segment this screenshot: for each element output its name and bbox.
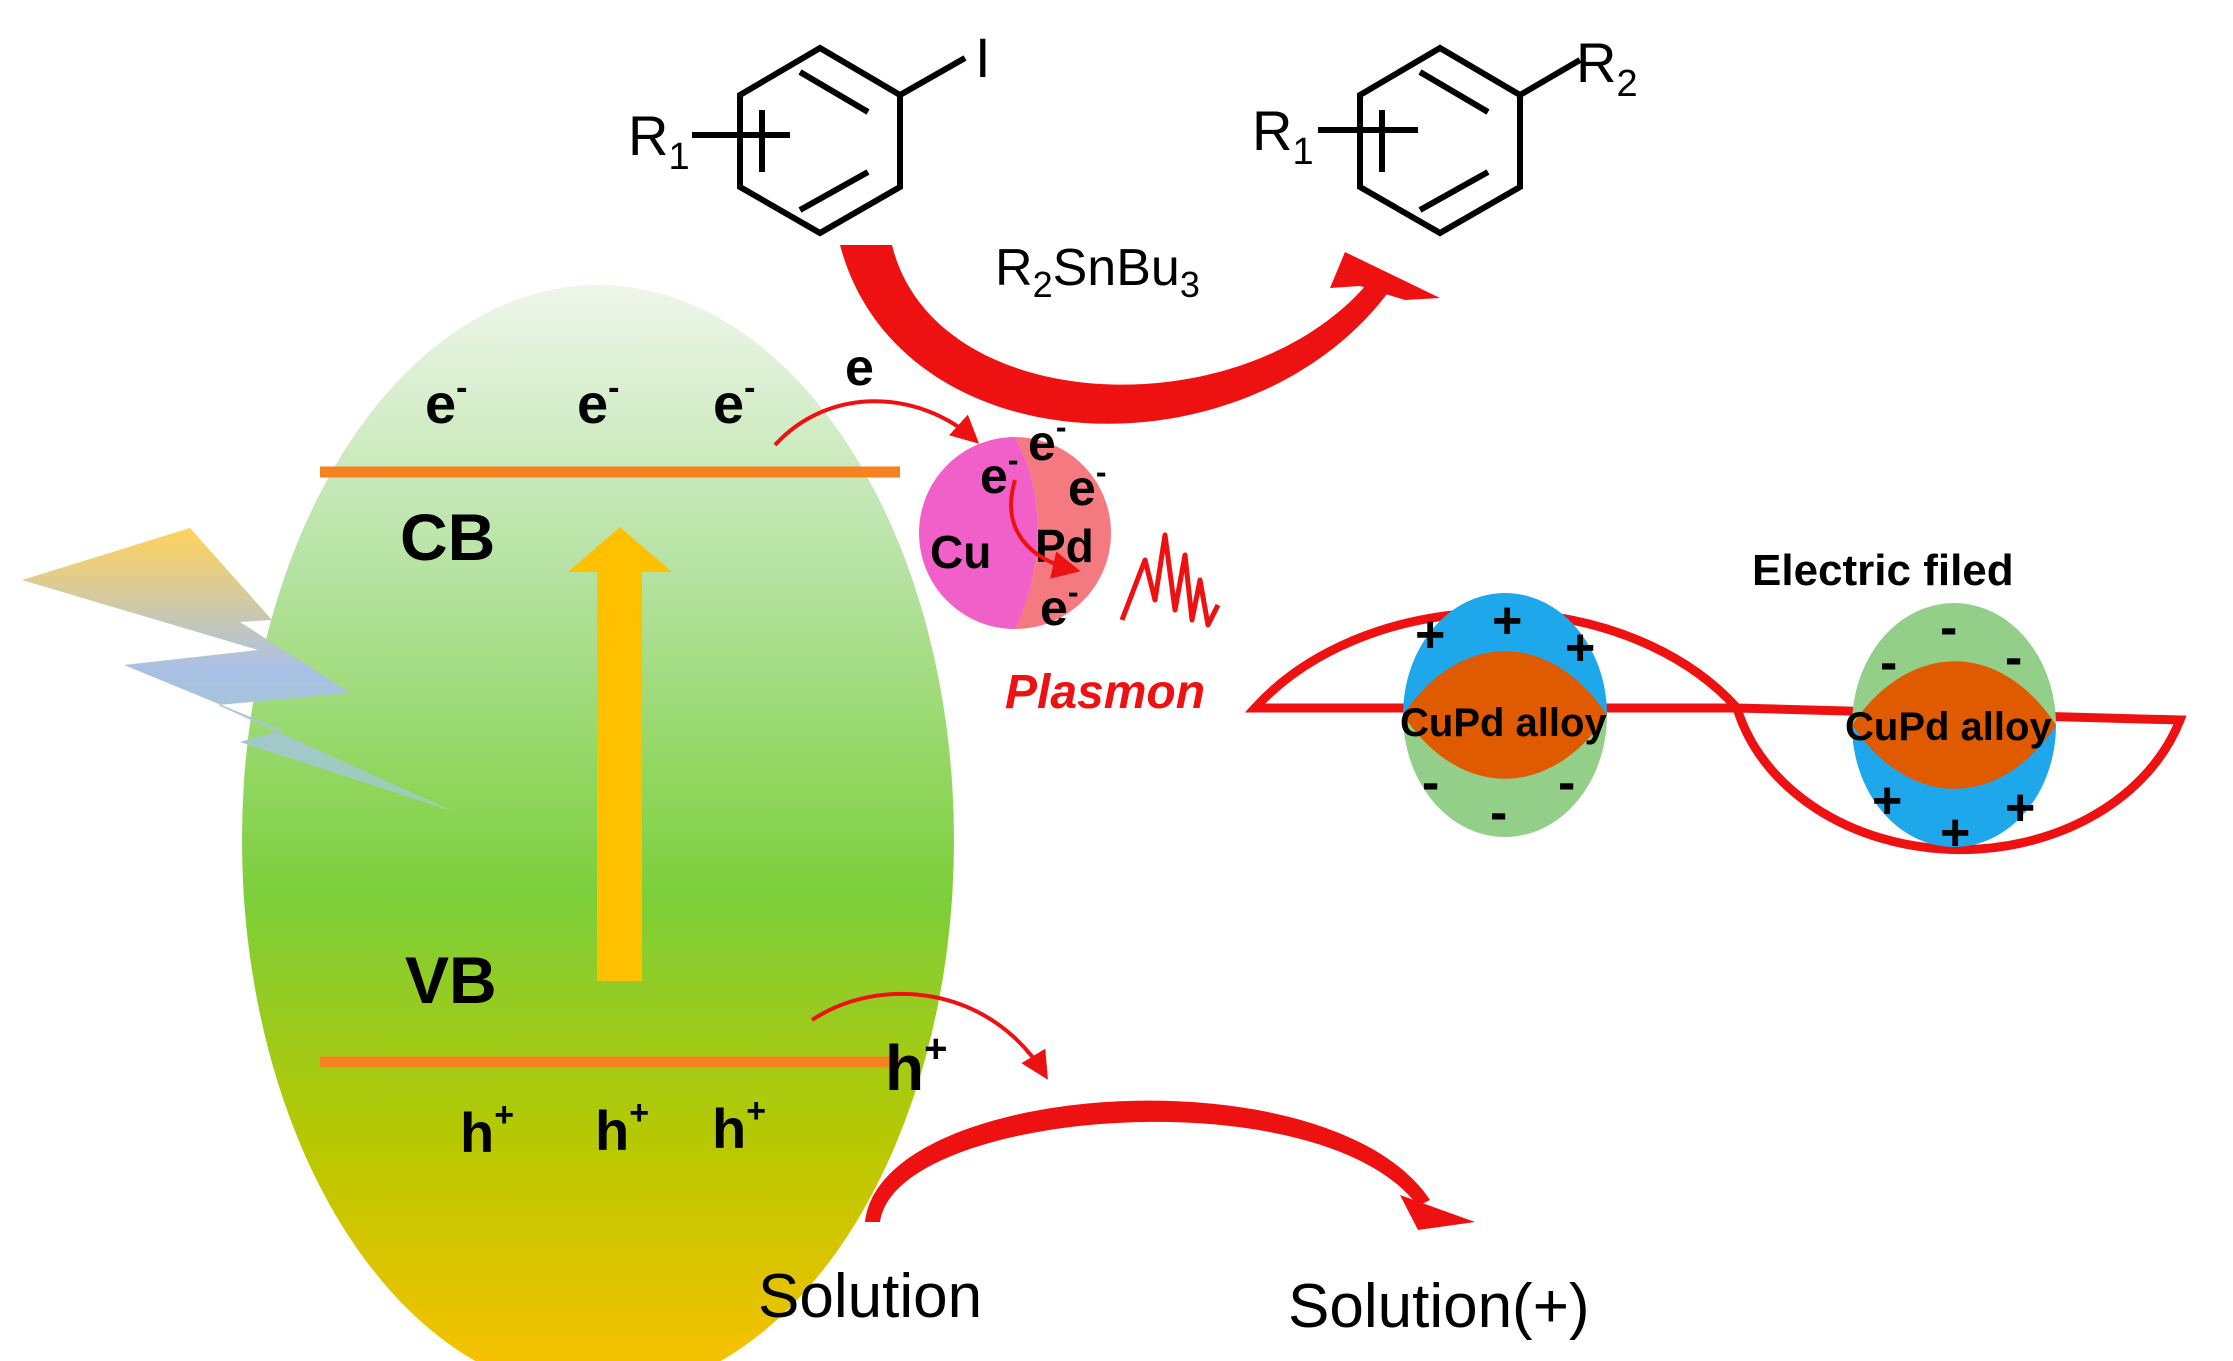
np-electron-4: e- [1040,574,1078,636]
minus-charge: - [1490,784,1507,842]
vb-hole-2: h+ [595,1094,649,1162]
reaction-arrow [840,245,1440,424]
reactant-r1-label: R1 [628,104,690,178]
plasmon-wave-icon [1119,532,1221,628]
plus-charge: + [1872,772,1902,830]
semiconductor-particle: CB VB e- e- e- h+ h+ h+ [242,285,954,1361]
light-bolt-icon [22,528,455,812]
vb-hole-3: h+ [712,1092,766,1160]
plus-charge: + [1940,804,1970,862]
minus-charge: - [1880,634,1897,692]
alloy-particle-left: CuPd alloy + + + - - - [1400,592,1607,842]
field-lower-lobe [1730,703,2187,855]
vb-hole-1: h+ [460,1096,514,1164]
solution-end-label: Solution(+) [1288,1272,1590,1341]
electron-transfer-arrow [773,399,980,447]
np-electron-2: e- [1028,409,1066,471]
plus-charge: + [1415,606,1445,664]
minus-charge: - [1422,754,1439,812]
transfer-hole-label: h+ [885,1027,947,1104]
product-r1-label: R1 [1252,99,1314,173]
cu-label: Cu [930,526,991,578]
plasmon-label: Plasmon [1005,666,1205,719]
cupd-nanoparticle: Cu Pd e- e- e- e- [919,409,1111,636]
plus-charge: + [1492,592,1522,650]
minus-charge: - [1558,754,1575,812]
plus-charge: + [2005,779,2035,837]
solution-start-label: Solution [758,1262,982,1331]
cb-label: CB [400,500,495,574]
cb-electron-1: e- [425,369,467,435]
leaving-group-iodine: I [975,26,991,89]
transfer-electron-label: e [845,339,874,397]
solution-arrow [865,1100,1475,1230]
reactant-molecule [692,44,967,237]
cb-electron-3: e- [713,369,755,435]
np-electron-1: e- [980,442,1018,504]
hole-transfer-arrow [810,991,1048,1080]
cb-electron-2: e- [577,369,619,435]
alloy-label-left: CuPd alloy [1400,701,1607,745]
reagent-label: R2SnBu3 [995,239,1200,305]
product-r2-label: R2 [1576,31,1638,105]
plus-charge: + [1565,619,1595,677]
np-electron-3: e- [1068,454,1106,516]
alloy-label-right: CuPd alloy [1845,705,2052,749]
product-molecule [1318,44,1582,237]
electric-field-diagram: Electric filed CuPd alloy + + + - - - Cu… [1244,546,2187,862]
vb-label: VB [405,943,497,1017]
minus-charge: - [2005,629,2022,687]
alloy-particle-right: CuPd alloy - - - + + + [1845,599,2056,862]
excitation-arrow [568,527,672,981]
pd-label: Pd [1035,520,1094,572]
electric-field-title: Electric filed [1752,546,2014,595]
minus-charge: - [1940,599,1957,657]
